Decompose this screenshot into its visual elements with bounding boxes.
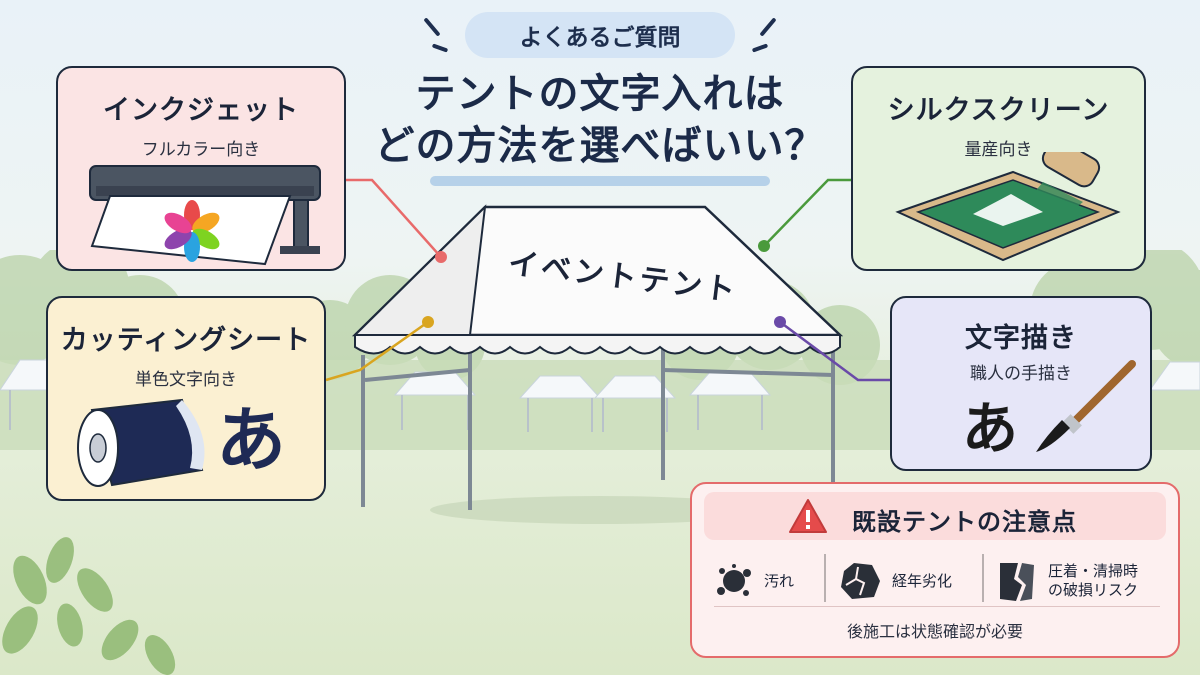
title-line-1: テントの文字入れは xyxy=(415,71,785,117)
screen-frame-icon xyxy=(895,152,1121,262)
risk-label: 経年劣化 xyxy=(892,571,953,590)
event-tent-illustration xyxy=(351,204,844,524)
caution-title: 既設テントの注意点 xyxy=(852,508,1077,536)
method-subtitle: 量産向き xyxy=(964,140,1033,160)
risk-item-stain: 汚れ xyxy=(714,556,794,606)
method-title: シルクスクリーン xyxy=(887,95,1110,126)
risk-label: 圧着・清掃時 の破損リスク xyxy=(1048,562,1138,600)
risk-item-aging: 経年劣化 xyxy=(838,556,952,606)
method-card-hand-lettering: 文字描き 職人の手描き あ xyxy=(890,296,1152,471)
stain-icon xyxy=(717,564,751,596)
title-line-2: どの方法を選べばいい？ xyxy=(374,123,826,169)
printer-icon xyxy=(89,165,321,266)
tear-icon xyxy=(1000,563,1034,601)
method-card-inkjet: インクジェット フルカラー向き xyxy=(56,66,346,271)
method-subtitle: 単色文字向き xyxy=(135,370,237,390)
divider xyxy=(824,554,826,602)
vinyl-letter-glyph: あ xyxy=(216,399,286,481)
color-flower-icon xyxy=(164,200,220,262)
brush-letter-glyph: あ xyxy=(962,396,1018,462)
risk-item-damage: 圧着・清掃時 の破損リスク xyxy=(996,556,1138,606)
risk-label-line-1: 圧着・清掃時 xyxy=(1048,562,1139,580)
page-title: テントの文字入れは どの方法を選べばいい？ xyxy=(330,68,870,172)
risk-label: 汚れ xyxy=(764,571,795,590)
method-subtitle: 職人の手描き xyxy=(970,364,1072,384)
risk-label-line-2: の破損リスク xyxy=(1048,581,1139,599)
caution-footer: 後施工は状態確認が必要 xyxy=(846,622,1023,641)
title-underline xyxy=(430,176,770,186)
method-card-silk-screen: シルクスクリーン 量産向き xyxy=(851,66,1146,271)
caution-panel: 既設テントの注意点 汚れ 経年劣化 圧着・清掃時 の破損リスク 後施工は状態確認… xyxy=(690,482,1180,658)
crack-icon xyxy=(841,563,880,599)
faq-badge: よくあるご質問 xyxy=(465,12,735,58)
vinyl-roll-icon xyxy=(77,398,205,487)
method-title: カッティングシート xyxy=(60,325,312,356)
method-card-cutting-sheet: カッティングシート 単色文字向き あ xyxy=(46,296,326,501)
brush-icon xyxy=(1036,360,1136,452)
foreground-leaves xyxy=(2,537,176,675)
method-subtitle: フルカラー向き xyxy=(141,140,261,160)
method-title: インクジェット xyxy=(103,95,299,126)
divider xyxy=(714,606,1160,607)
method-title: 文字描き xyxy=(965,323,1077,354)
divider xyxy=(982,554,984,602)
warning-icon xyxy=(789,499,827,533)
caution-header: 既設テントの注意点 xyxy=(704,492,1166,540)
